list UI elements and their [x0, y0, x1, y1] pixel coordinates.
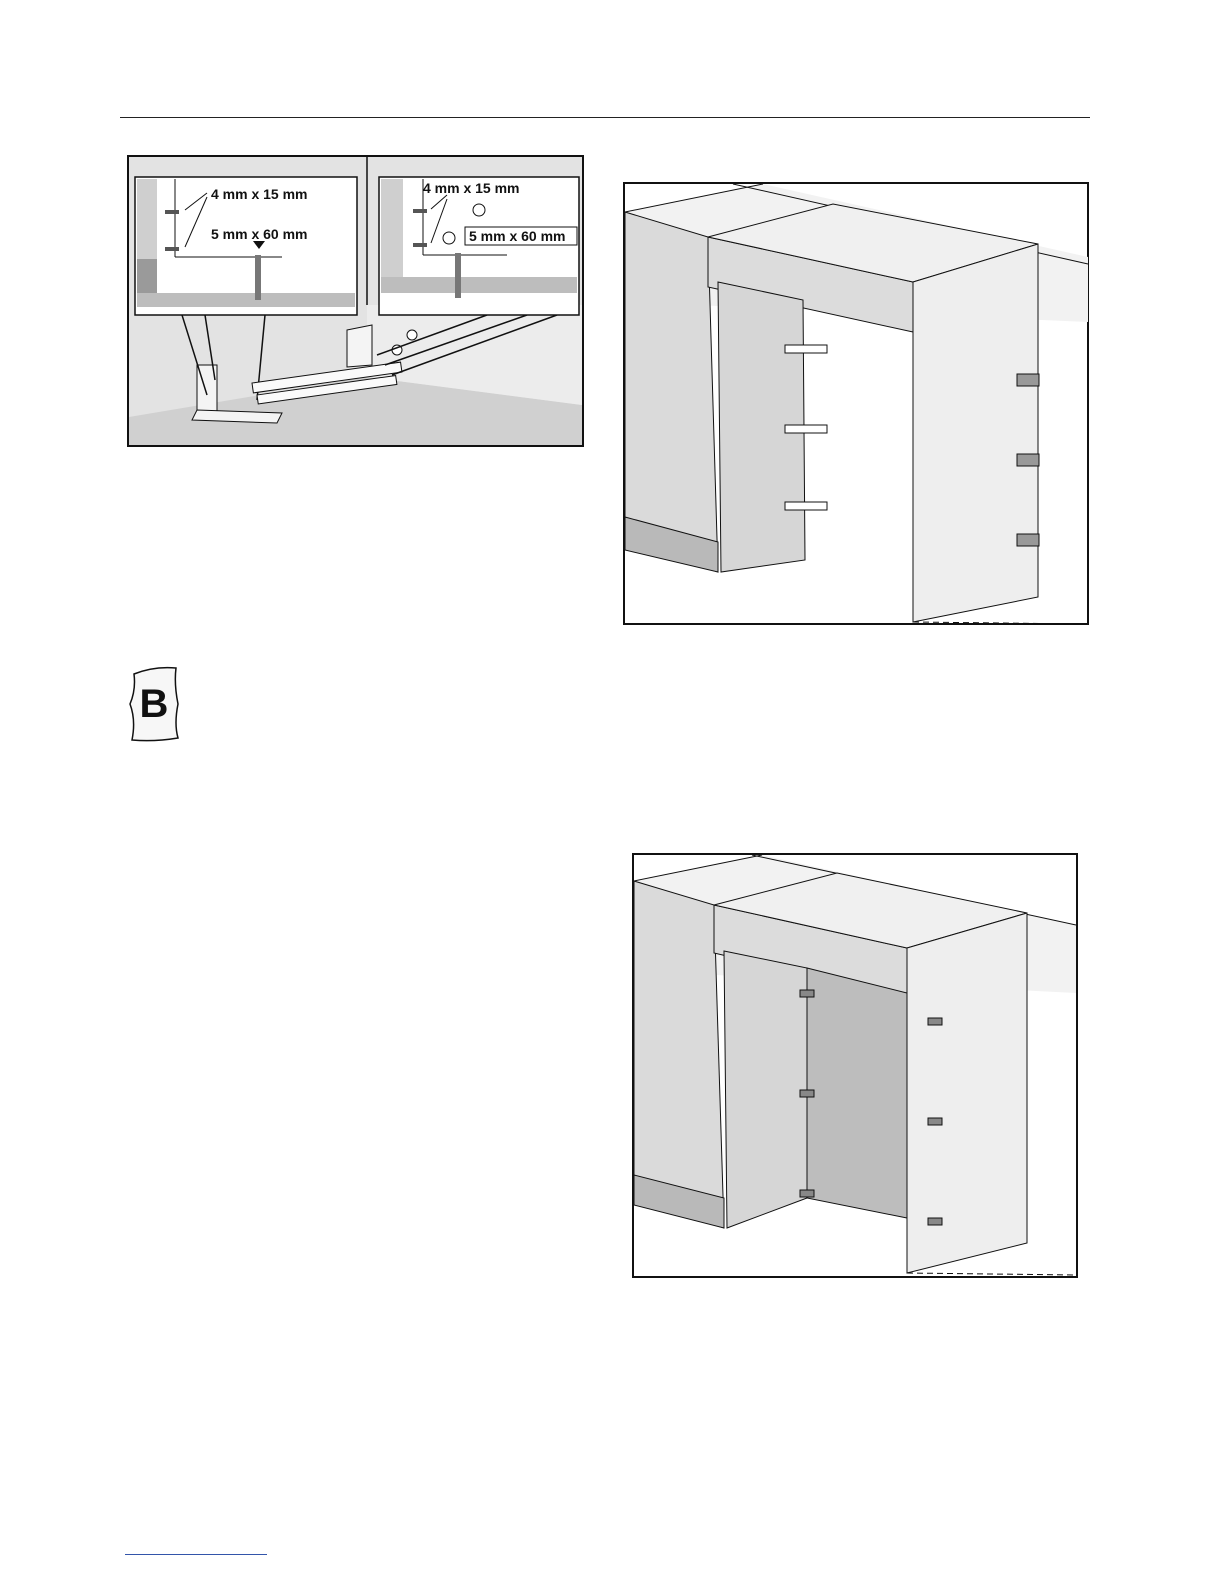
figure-niche-screws: [632, 853, 1078, 1278]
niche-screws-illustration: [632, 853, 1078, 1278]
header-rule: [120, 117, 1090, 118]
footer-rule: [125, 1554, 267, 1555]
left-large-screw-label: 5 mm x 60 mm: [211, 226, 308, 242]
right-small-screw-label: 4 mm x 15 mm: [423, 180, 520, 196]
niche-illustration: [623, 182, 1089, 625]
figure-mounting-brackets: 4 mm x 15 mm 5 mm x 60 mm 4 mm x 15 mm 5…: [127, 155, 584, 447]
right-large-screw-label: 5 mm x 60 mm: [469, 228, 566, 244]
bracket-illustration: 4 mm x 15 mm 5 mm x 60 mm 4 mm x 15 mm 5…: [127, 155, 584, 447]
figure-niche-brackets: [623, 182, 1089, 625]
bag-letter: B: [128, 682, 180, 727]
left-small-screw-label: 4 mm x 15 mm: [211, 186, 308, 202]
fixing-bag-icon: B: [128, 664, 180, 742]
